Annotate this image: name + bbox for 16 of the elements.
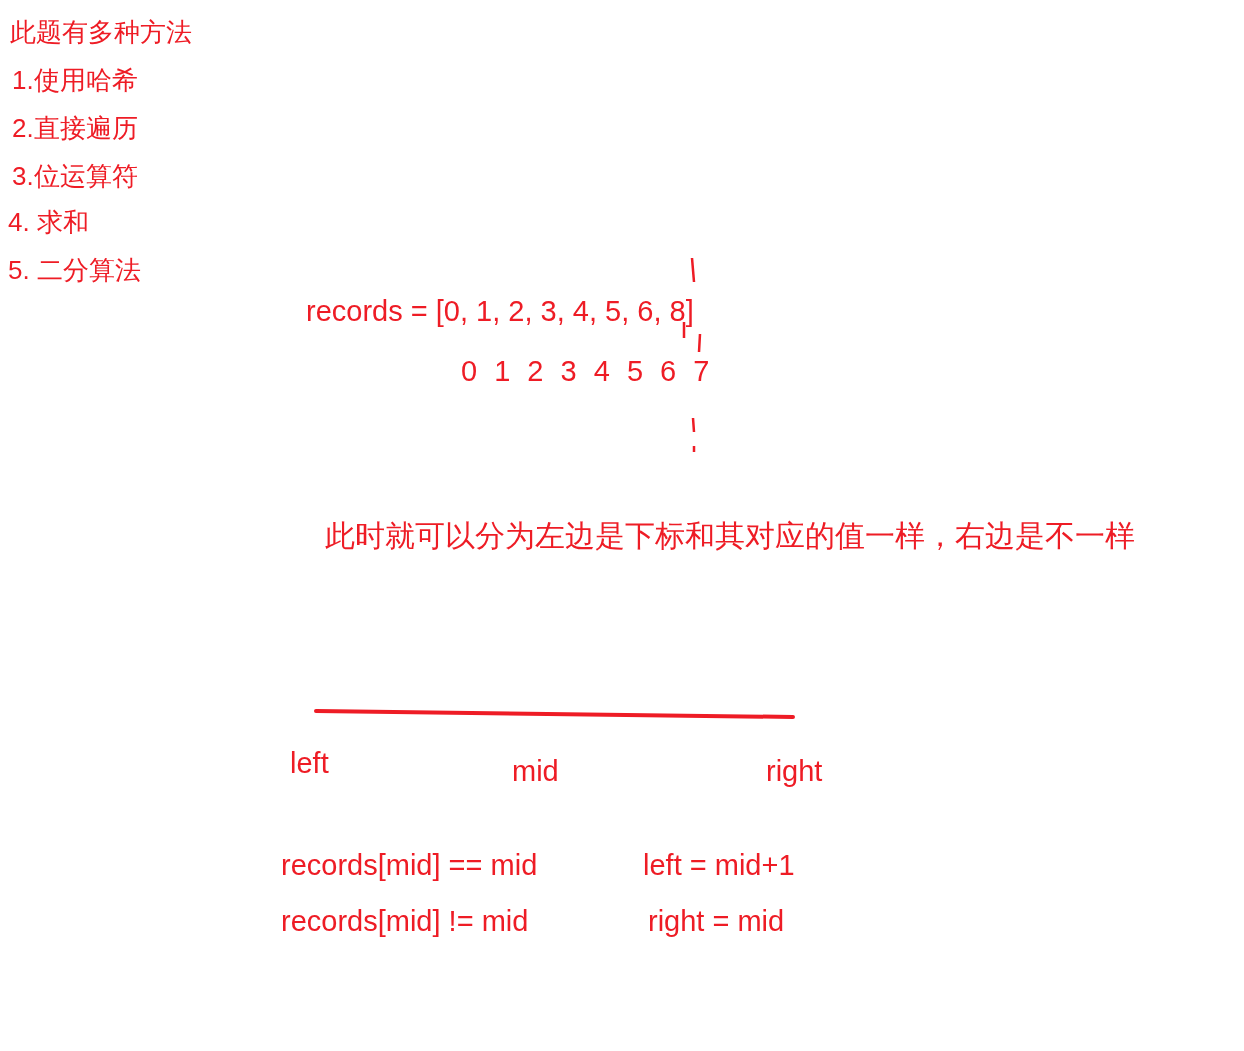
code-text: left = mid+1 <box>643 850 795 882</box>
pointer-label: right <box>766 756 823 788</box>
list-item: 1.使用哈希 <box>12 66 138 95</box>
list-item: 4. 求和 <box>8 208 89 237</box>
code-text: records = [0, 1, 2, 3, 4, 5, 6, 8] <box>306 296 694 328</box>
pointer-label: left <box>290 748 329 780</box>
code-text: right = mid <box>648 906 785 938</box>
pointer-label: mid <box>512 756 559 788</box>
code-text: records[mid] == mid <box>281 850 538 882</box>
note-text: 此时就可以分为左边是下标和其对应的值一样，右边是不一样 <box>325 519 1135 552</box>
list-item: 3.位运算符 <box>12 162 138 191</box>
list-item: 2.直接遍历 <box>12 114 138 143</box>
index-row: 0 1 2 3 4 5 6 7 <box>461 356 710 388</box>
code-text: records[mid] != mid <box>281 906 529 938</box>
list-item: 5. 二分算法 <box>8 256 141 285</box>
note-text: 此题有多种方法 <box>10 18 192 47</box>
